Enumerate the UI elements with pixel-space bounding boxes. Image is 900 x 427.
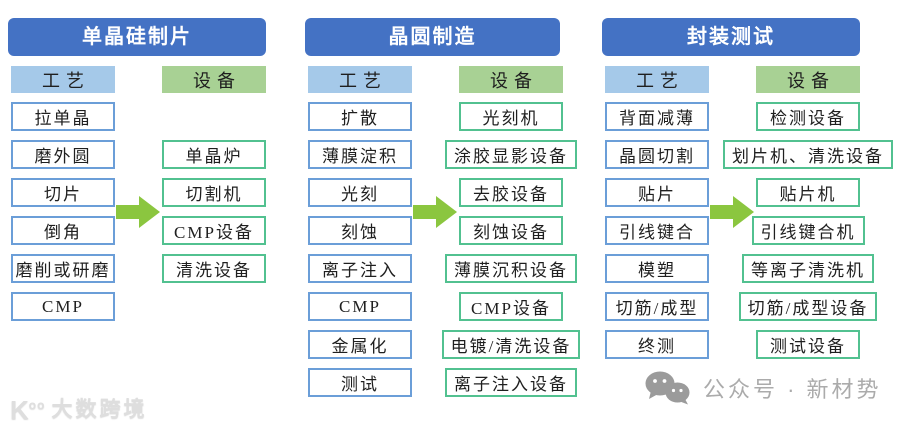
section-title: 单晶硅制片	[8, 18, 266, 56]
equipment-column-header: 设备	[162, 66, 266, 93]
process-step-box: 刻蚀	[308, 216, 412, 245]
equipment-box: 检测设备	[756, 102, 860, 131]
wechat-icon	[645, 371, 690, 405]
equipment-box: 测试设备	[756, 330, 860, 359]
process-step-box: 倒角	[11, 216, 115, 245]
wechat-watermark: 公众号 · 新材势	[645, 371, 882, 405]
equipment-box: 刻蚀设备	[459, 216, 563, 245]
equipment-box: 划片机、清洗设备	[723, 140, 893, 169]
equipment-box: 切筋/成型设备	[738, 292, 878, 321]
equipment-list: 光刻机涂胶显影设备去胶设备刻蚀设备薄膜沉积设备 CMP设备电镀/清洗设备离子注入设…	[441, 102, 581, 397]
wechat-label: 公众号 · 新材势	[703, 377, 882, 402]
equipment-box: CMP设备	[162, 216, 266, 245]
process-column: 工艺 背面减薄晶圆切割贴片引线键合模塑切筋/成型终测	[605, 66, 709, 359]
equipment-box: 薄膜沉积设备	[445, 254, 577, 283]
process-step-box: 切片	[11, 178, 115, 207]
process-step-box: 薄膜淀积	[308, 140, 412, 169]
process-step-box: 扩散	[308, 102, 412, 131]
process-step-box: 终测	[605, 330, 709, 359]
process-step-box: 贴片	[605, 178, 709, 207]
equipment-box: 电镀/清洗设备	[441, 330, 581, 359]
equipment-box: 贴片机	[756, 178, 860, 207]
equipment-column-header: 设备	[459, 66, 563, 93]
flow-arrow-icon	[710, 196, 754, 228]
equipment-box: CMP设备	[459, 292, 563, 321]
equipment-column-header: 设备	[756, 66, 860, 93]
equipment-list: 单晶炉切割机 CMP设备清洗设备	[162, 102, 266, 283]
process-step-box: 引线键合	[605, 216, 709, 245]
equipment-column: 设备 单晶炉切割机 CMP设备清洗设备	[162, 66, 266, 283]
brand-watermark-text: 大数跨境	[51, 397, 148, 421]
equipment-box: 去胶设备	[459, 178, 563, 207]
process-steps-list: 背面减薄晶圆切割贴片引线键合模塑切筋/成型终测	[605, 102, 709, 359]
equipment-column-spacer	[162, 102, 266, 131]
process-step-box: 测试	[308, 368, 412, 397]
process-step-box: 模塑	[605, 254, 709, 283]
process-steps-list: 拉单晶磨外圆切片倒角磨削或研磨 CMP	[11, 102, 115, 321]
equipment-box: 单晶炉	[162, 140, 266, 169]
process-step-box: 晶圆切割	[605, 140, 709, 169]
brand-logo-icon: Koo	[10, 395, 46, 425]
process-column: 工艺 拉单晶磨外圆切片倒角磨削或研磨 CMP	[11, 66, 115, 321]
equipment-box: 切割机	[162, 178, 266, 207]
section-title: 封装测试	[602, 18, 860, 56]
equipment-box: 离子注入设备	[445, 368, 577, 397]
process-step-box: 磨削或研磨	[11, 254, 115, 283]
process-column-header: 工艺	[605, 66, 709, 93]
equipment-column: 设备 光刻机涂胶显影设备去胶设备刻蚀设备薄膜沉积设备 CMP设备电镀/清洗设备离子…	[441, 66, 581, 397]
process-step-box: 离子注入	[308, 254, 412, 283]
column-monocrystalline-silicon: 单晶硅制片 工艺 拉单晶磨外圆切片倒角磨削或研磨 CMP 设备 单晶炉切割机 CMP…	[8, 18, 266, 413]
process-column-header: 工艺	[308, 66, 412, 93]
process-step-box: 磨外圆	[11, 140, 115, 169]
equipment-box: 清洗设备	[162, 254, 266, 283]
equipment-box: 引线键合机	[751, 216, 865, 245]
process-column: 工艺 扩散薄膜淀积光刻刻蚀离子注入 CMP 金属化测试	[308, 66, 412, 397]
process-step-box: 背面减薄	[605, 102, 709, 131]
equipment-box: 等离子清洗机	[742, 254, 874, 283]
equipment-column: 设备 检测设备划片机、清洗设备贴片机引线键合机等离子清洗机切筋/成型设备测试设备	[723, 66, 893, 359]
equipment-list: 检测设备划片机、清洗设备贴片机引线键合机等离子清洗机切筋/成型设备测试设备	[723, 102, 893, 359]
equipment-box: 光刻机	[459, 102, 563, 131]
column-wafer-fabrication: 晶圆制造 工艺 扩散薄膜淀积光刻刻蚀离子注入 CMP 金属化测试 设备 光刻机涂胶显…	[305, 18, 581, 413]
process-step-box: 金属化	[308, 330, 412, 359]
equipment-box: 涂胶显影设备	[445, 140, 577, 169]
brand-watermark: Koo 大数跨境	[10, 392, 147, 423]
process-step-box: 光刻	[308, 178, 412, 207]
process-column-header: 工艺	[11, 66, 115, 93]
column-packaging-testing: 封装测试 工艺 背面减薄晶圆切割贴片引线键合模塑切筋/成型终测 设备 检测设备划…	[602, 18, 893, 413]
flow-arrow-icon	[116, 196, 160, 228]
process-step-box: CMP	[11, 292, 115, 321]
process-steps-list: 扩散薄膜淀积光刻刻蚀离子注入 CMP 金属化测试	[308, 102, 412, 397]
process-step-box: 切筋/成型	[605, 292, 709, 321]
flow-arrow-icon	[413, 196, 457, 228]
process-step-box: 拉单晶	[11, 102, 115, 131]
process-step-box: CMP	[308, 292, 412, 321]
section-title: 晶圆制造	[305, 18, 560, 56]
